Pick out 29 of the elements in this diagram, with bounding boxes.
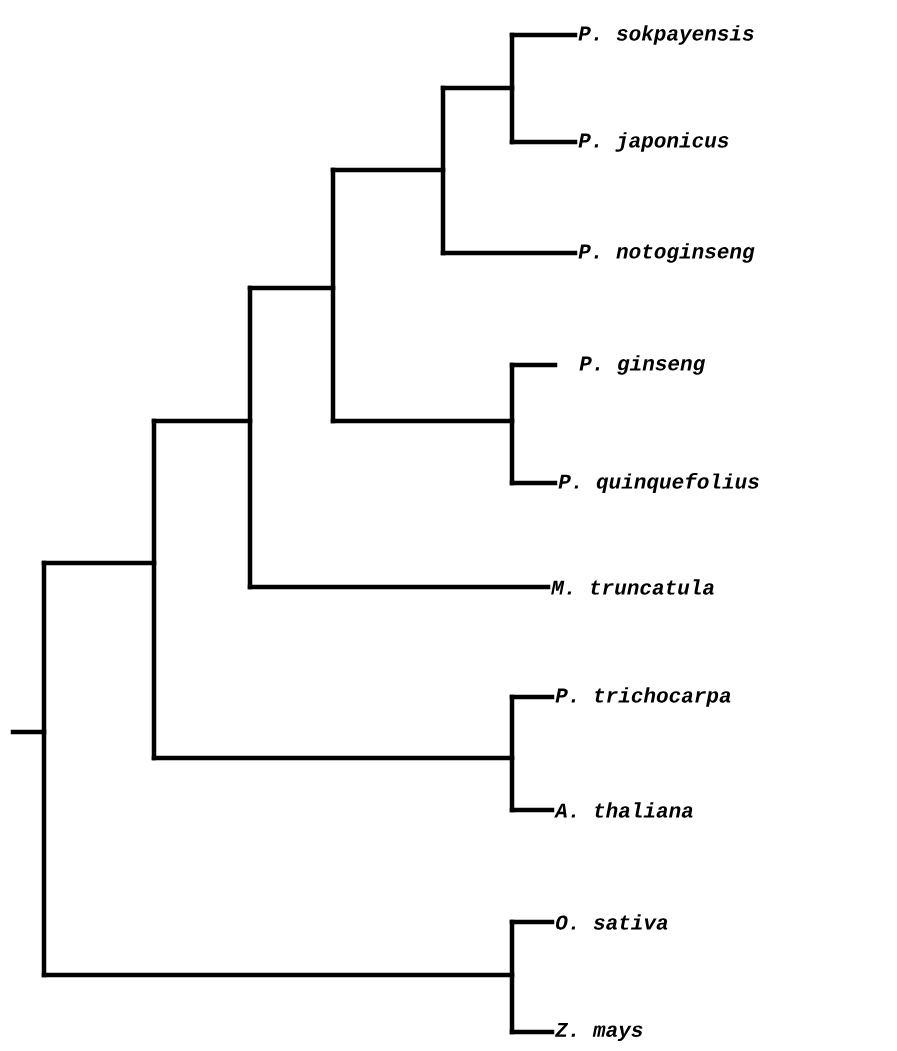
tree-branch [509,1029,555,1035]
tree-branch [151,755,515,761]
species-label: P. japonicus [578,132,729,152]
tree-branch [509,919,555,925]
tree-branch [509,807,555,813]
tree-branch [509,480,558,486]
tree-branch [41,972,515,978]
tree-branch [440,85,515,91]
tree-branch [247,584,551,590]
tree-branch [509,139,578,145]
tree-branch [509,694,555,700]
tree-branch [440,250,578,256]
species-label: O. sativa [555,914,668,930]
tree-branch [330,167,446,173]
species-label: Z. mays [555,1022,643,1042]
tree-branch [41,560,157,566]
species-label: P. trichocarpa [555,687,731,707]
tree-branch [330,418,515,424]
species-label: P. ginseng [579,355,706,375]
tree-branch [509,362,558,368]
species-label: M. truncatula [551,579,714,595]
tree-branch [151,418,253,424]
species-label: P. notoginseng [578,243,755,263]
tree-branch [509,32,578,38]
species-label: P. sokpayensis [578,25,754,45]
species-label: P. quinquefolius [558,473,759,493]
tree-branch [10,729,47,735]
species-label: A. thaliana [554,802,693,818]
tree-branch [247,285,336,291]
